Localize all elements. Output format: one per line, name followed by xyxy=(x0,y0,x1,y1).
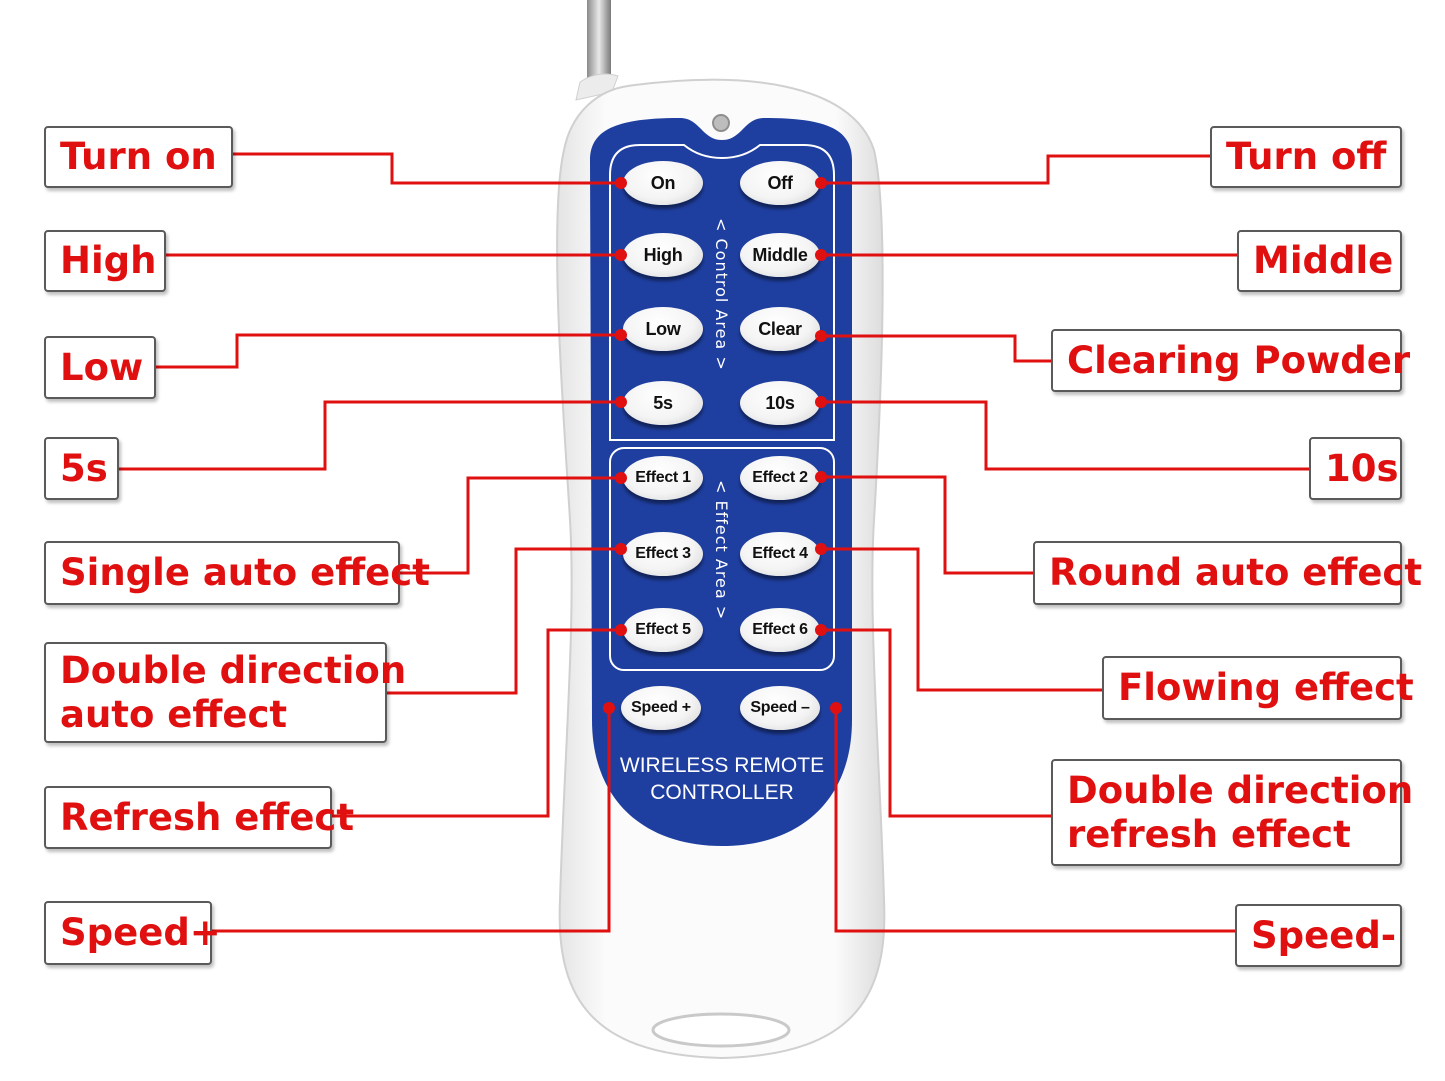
brand-text: WIRELESS REMOTE CONTROLLER xyxy=(600,752,844,806)
brand-line-1: WIRELESS REMOTE xyxy=(619,754,825,777)
callout-refresh-effect: Refresh effect xyxy=(44,786,354,849)
5s-button[interactable]: 5s xyxy=(623,381,703,425)
effect-area-label: < Effect Area > xyxy=(712,480,731,621)
leader-lines xyxy=(119,152,1309,933)
callout-10s-text: 10s xyxy=(1325,446,1399,490)
callout-10s: 10s xyxy=(1309,437,1402,500)
speed-plus-button[interactable]: Speed + xyxy=(621,686,701,730)
callout-turn-on: Turn on xyxy=(44,126,233,188)
effect-2-button[interactable]: Effect 2 xyxy=(740,456,820,500)
callout-single-auto-effect-text: Single auto effect xyxy=(60,551,430,594)
callout-high-text: High xyxy=(60,239,157,282)
callout-clearing-powder-text: Clearing Powder xyxy=(1067,338,1411,382)
callout-speed-minus-text: Speed- xyxy=(1251,913,1397,957)
callout-round-auto-effect-text: Round auto effect xyxy=(1049,551,1423,594)
callout-single-auto-effect: Single auto effect xyxy=(44,541,430,605)
effect-1-button[interactable]: Effect 1 xyxy=(623,456,703,500)
low-button[interactable]: Low xyxy=(623,307,703,351)
callout-turn-on-text: Turn on xyxy=(60,135,217,178)
clear-button[interactable]: Clear xyxy=(740,307,820,351)
callout-double-direction-auto-effect: Double direction auto effect xyxy=(44,642,406,743)
antenna xyxy=(575,0,619,101)
callout-double-auto-line-2: auto effect xyxy=(60,692,288,736)
callout-clearing-powder: Clearing Powder xyxy=(1051,329,1410,392)
effect-area-outline xyxy=(609,447,835,671)
control-area-outline xyxy=(609,144,835,441)
callout-double-refresh-line-1: Double direction xyxy=(1067,768,1414,812)
callout-speed-plus: Speed+ xyxy=(44,901,221,965)
callout-double-direction-refresh-effect: Double direction refresh effect xyxy=(1051,759,1413,866)
speed-minus-button[interactable]: Speed – xyxy=(740,686,820,730)
callout-middle-text: Middle xyxy=(1253,239,1394,282)
callout-middle: Middle xyxy=(1237,230,1402,292)
effect-5-button[interactable]: Effect 5 xyxy=(623,608,703,652)
callout-double-refresh-line-2: refresh effect xyxy=(1067,812,1351,856)
callout-double-auto-line-1: Double direction xyxy=(60,648,407,692)
callout-high: High xyxy=(44,230,166,292)
callout-5s: 5s xyxy=(44,437,119,500)
blue-panel xyxy=(590,118,852,846)
effect-3-button[interactable]: Effect 3 xyxy=(623,532,703,576)
callout-5s-text: 5s xyxy=(60,446,108,490)
10s-button[interactable]: 10s xyxy=(740,381,820,425)
off-button[interactable]: Off xyxy=(740,161,820,205)
lanyard-hole xyxy=(651,1012,791,1048)
callout-low-text: Low xyxy=(60,345,144,389)
callout-flowing-effect: Flowing effect xyxy=(1102,656,1414,720)
callout-speed-minus: Speed- xyxy=(1235,904,1402,967)
callout-round-auto-effect: Round auto effect xyxy=(1033,541,1422,605)
high-button[interactable]: High xyxy=(623,233,703,277)
callout-low: Low xyxy=(44,336,156,399)
on-button[interactable]: On xyxy=(623,161,703,205)
callout-speed-plus-text: Speed+ xyxy=(60,911,221,954)
brand-line-2: CONTROLLER xyxy=(650,781,794,804)
callout-turn-off: Turn off xyxy=(1210,126,1402,188)
middle-button[interactable]: Middle xyxy=(740,233,820,277)
control-area-label: < Control Area > xyxy=(712,218,731,371)
callout-flowing-effect-text: Flowing effect xyxy=(1118,666,1414,709)
effect-6-button[interactable]: Effect 6 xyxy=(740,608,820,652)
led-indicator xyxy=(712,114,730,132)
callout-refresh-effect-text: Refresh effect xyxy=(60,795,355,839)
effect-4-button[interactable]: Effect 4 xyxy=(740,532,820,576)
callout-turn-off-text: Turn off xyxy=(1226,135,1387,178)
